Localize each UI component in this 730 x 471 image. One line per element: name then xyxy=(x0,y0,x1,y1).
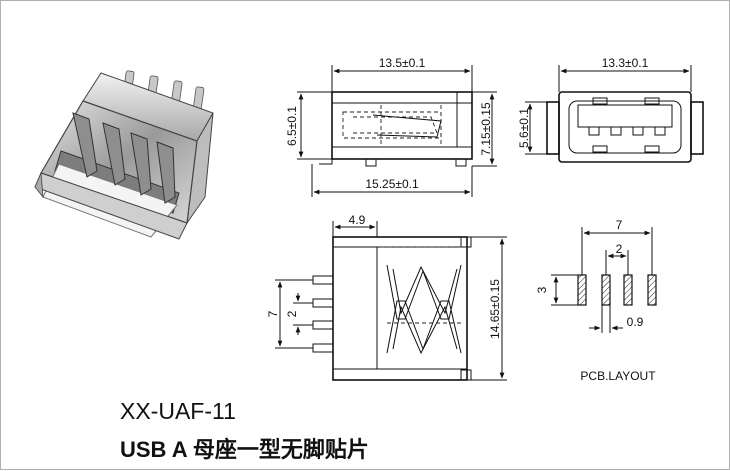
side-top-length-label: 13.5±0.1 xyxy=(379,56,426,70)
top-tab-length-label: 4.9 xyxy=(349,213,366,227)
front-height-label: 5.6±0.1 xyxy=(517,108,531,148)
connector-photo xyxy=(34,70,214,240)
side-bottom-length-label: 15.25±0.1 xyxy=(365,177,419,191)
top-pin-span-label: 7 xyxy=(266,310,280,317)
top-pin-pitch-label: 2 xyxy=(285,310,299,317)
side-view: 13.5±0.1 6.5±0.1 7.15±0.15 15.25±0.1 xyxy=(285,56,497,197)
pcb-span-label: 7 xyxy=(616,218,623,232)
pcb-layout: 7 2 3 0.9 PCB.LAYOUT xyxy=(535,218,657,383)
part-number: XX-UAF-11 xyxy=(120,398,236,424)
top-view: 4.9 7 2 14.65±0.15 xyxy=(266,213,507,381)
side-right-height-label: 7.15±0.15 xyxy=(479,102,493,156)
pcb-layout-label: PCB.LAYOUT xyxy=(580,369,656,383)
front-view: 13.3±0.1 5.6±0.1 xyxy=(517,56,704,163)
side-left-height-label: 6.5±0.1 xyxy=(285,106,299,146)
top-total-length-label: 14.65±0.15 xyxy=(488,279,502,339)
pcb-pitch-label: 2 xyxy=(616,242,623,256)
pcb-pad-length-label: 3 xyxy=(535,286,549,293)
front-width-label: 13.3±0.1 xyxy=(602,56,649,70)
product-description: USB A 母座一型无脚贴片 xyxy=(120,437,369,462)
pcb-pad-width-label: 0.9 xyxy=(627,315,644,329)
